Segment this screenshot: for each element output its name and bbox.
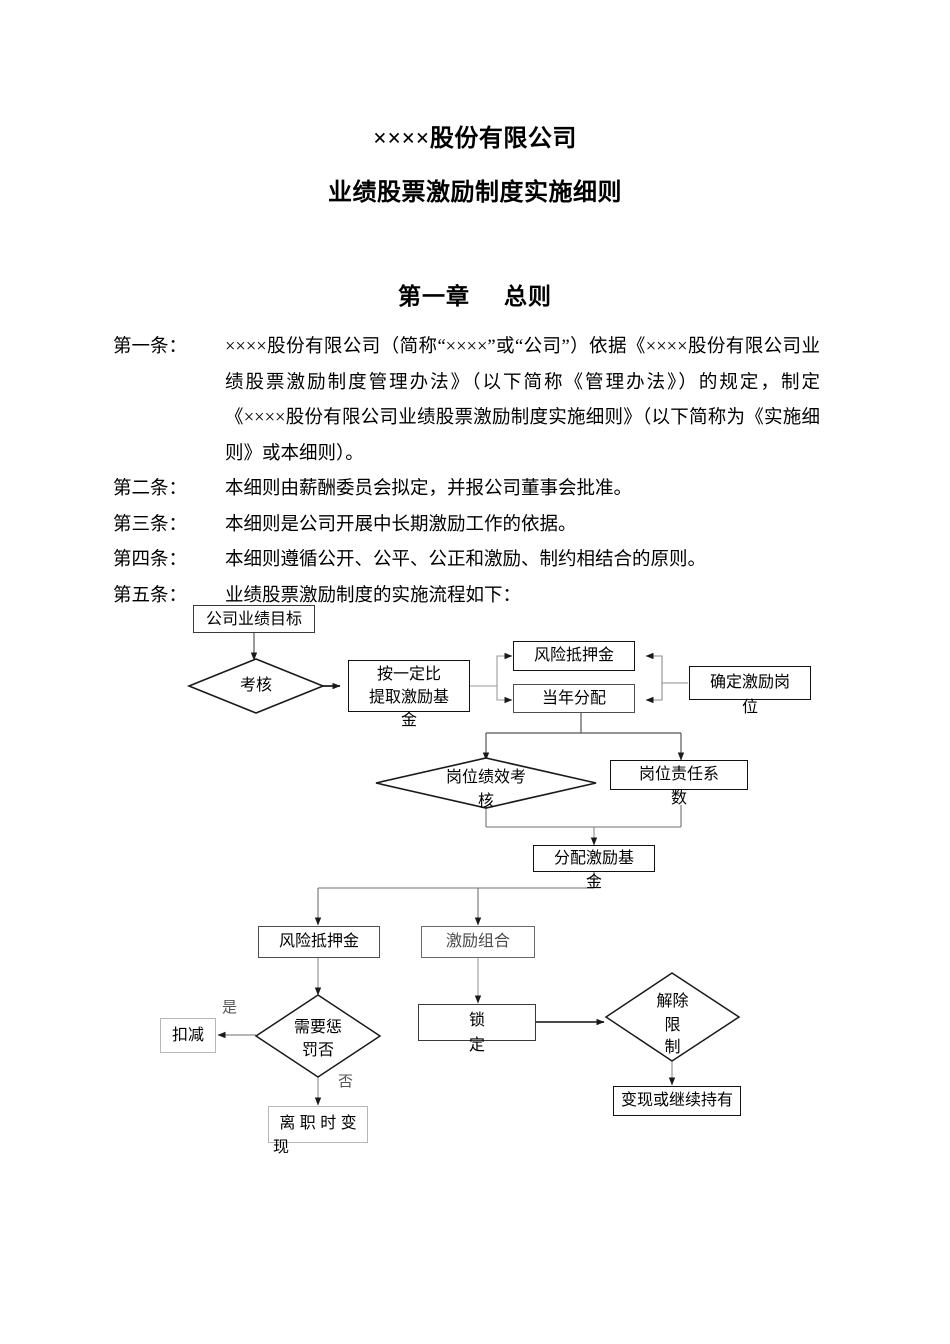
article-item: 第一条： ××××股份有限公司（简称“××××”或“公司”）依据《××××股份有… [113,330,820,472]
title-block: ××××股份有限公司 业绩股票激励制度实施细则 [0,118,950,214]
flow-node-confirm-post-line2: 位 [741,699,758,716]
article-text: 本细则遵循公开、公平、公正和激励、制约相结合的原则。 [225,550,707,570]
flow-node-risk-deposit-top: 风险抵押金 [513,641,635,671]
article-label: 第三条： [113,514,188,535]
article-item: 第三条： 本细则是公司开展中长期激励工作的依据。 [113,508,820,544]
document-title: ××××股份有限公司 [373,126,577,152]
flow-node-extract-fund-line2: 提取激励基 [368,689,449,706]
flow-node-release-line3: 制 [664,1039,681,1056]
articles-list: 第一条： ××××股份有限公司（简称“××××”或“公司”）依据《××××股份有… [113,330,820,614]
flow-edge-label-no: 否 [338,1074,354,1090]
article-item: 第五条： 业绩股票激励制度的实施流程如下： [113,579,820,615]
article-text: ××××股份有限公司（简称“××××”或“公司”）依据《××××股份有限公司业绩… [225,337,820,464]
chapter-number: 第一章 [398,284,470,309]
flow-edge-label-yes: 是 [222,1000,238,1016]
flow-node-post-responsibility: 岗位责任系 数 [610,760,748,807]
flow-node-release-restriction: 解除 限 制 [604,972,741,1062]
flow-node-post-performance-line2: 核 [477,793,494,810]
flow-node-allocate-fund: 分配激励基 金 [533,845,655,891]
chapter-name: 总则 [504,284,552,309]
article-item: 第四条： 本细则遵循公开、公平、公正和激励、制约相结合的原则。 [113,543,820,579]
flow-node-need-penalty-line1: 需要惩 [293,1019,342,1036]
flow-node-resign-cash-line2: 现 [273,1139,290,1156]
flow-node-deduct: 扣减 [160,1018,216,1053]
flow-node-post-performance-line1: 岗位绩效考 [445,769,526,786]
flow-node-lock: 锁 定 [418,1004,536,1054]
flow-node-risk-deposit-top-label: 风险抵押金 [533,647,614,664]
flow-node-confirm-post: 确定激励岗 位 [689,666,811,716]
flow-node-resign-cash-line1: 离 职 时 变 [279,1115,357,1132]
flow-node-deduct-label: 扣减 [171,1027,204,1044]
article-text: 本细则是公司开展中长期激励工作的依据。 [225,514,577,535]
flow-node-release-line1: 解除 [656,993,689,1010]
flow-node-cash-or-hold-label: 变现或继续持有 [620,1092,733,1109]
article-text: 业绩股票激励制度的实施流程如下： [225,585,522,606]
article-label: 第五条： [113,585,188,606]
flow-node-resign-cash: 离 职 时 变 现 [268,1106,368,1156]
flow-node-post-responsibility-line1: 岗位责任系 [638,766,719,783]
flow-node-assessment-label: 考核 [239,677,272,694]
flow-node-assessment: 考核 [186,658,326,714]
flow-node-lock-line1: 锁 [468,1012,485,1029]
flow-node-post-performance: 岗位绩效考 核 [375,757,597,810]
flow-node-current-year-allocation: 当年分配 [513,684,635,713]
flow-node-lock-line2: 定 [468,1037,485,1054]
flow-node-extract-fund: 按一定比 提取激励基 金 [348,660,470,729]
flow-node-confirm-post-line1: 确定激励岗 [709,674,790,691]
flow-node-allocate-fund-line2: 金 [585,874,602,891]
flow-node-need-penalty: 需要惩 罚否 [254,994,382,1078]
flow-node-cash-or-hold: 变现或继续持有 [613,1086,741,1116]
flow-node-current-year-allocation-label: 当年分配 [541,690,606,707]
flow-node-need-penalty-line2: 罚否 [301,1042,334,1059]
flow-node-release-line2: 限 [664,1017,681,1034]
document-subtitle: 业绩股票激励制度实施细则 [328,180,622,206]
article-item: 第二条： 本细则由薪酬委员会拟定，并报公司董事会批准。 [113,472,820,508]
article-label: 第二条： [113,479,188,499]
flow-node-incentive-combo: 激励组合 [421,926,535,958]
flow-node-risk-deposit-bottom-label: 风险抵押金 [278,933,359,950]
flow-node-incentive-combo-label: 激励组合 [445,933,510,950]
article-text: 本细则由薪酬委员会拟定，并报公司董事会批准。 [225,479,633,499]
flow-node-post-responsibility-line2: 数 [670,790,687,807]
article-label: 第一条： [113,337,188,357]
flow-node-extract-fund-line3: 金 [400,712,417,729]
flow-node-allocate-fund-line1: 分配激励基 [553,850,634,867]
flow-node-extract-fund-line1: 按一定比 [376,666,441,683]
chapter-heading: 第一章 总则 [0,277,950,311]
article-label: 第四条： [113,550,188,570]
flow-node-risk-deposit-bottom: 风险抵押金 [258,926,380,958]
